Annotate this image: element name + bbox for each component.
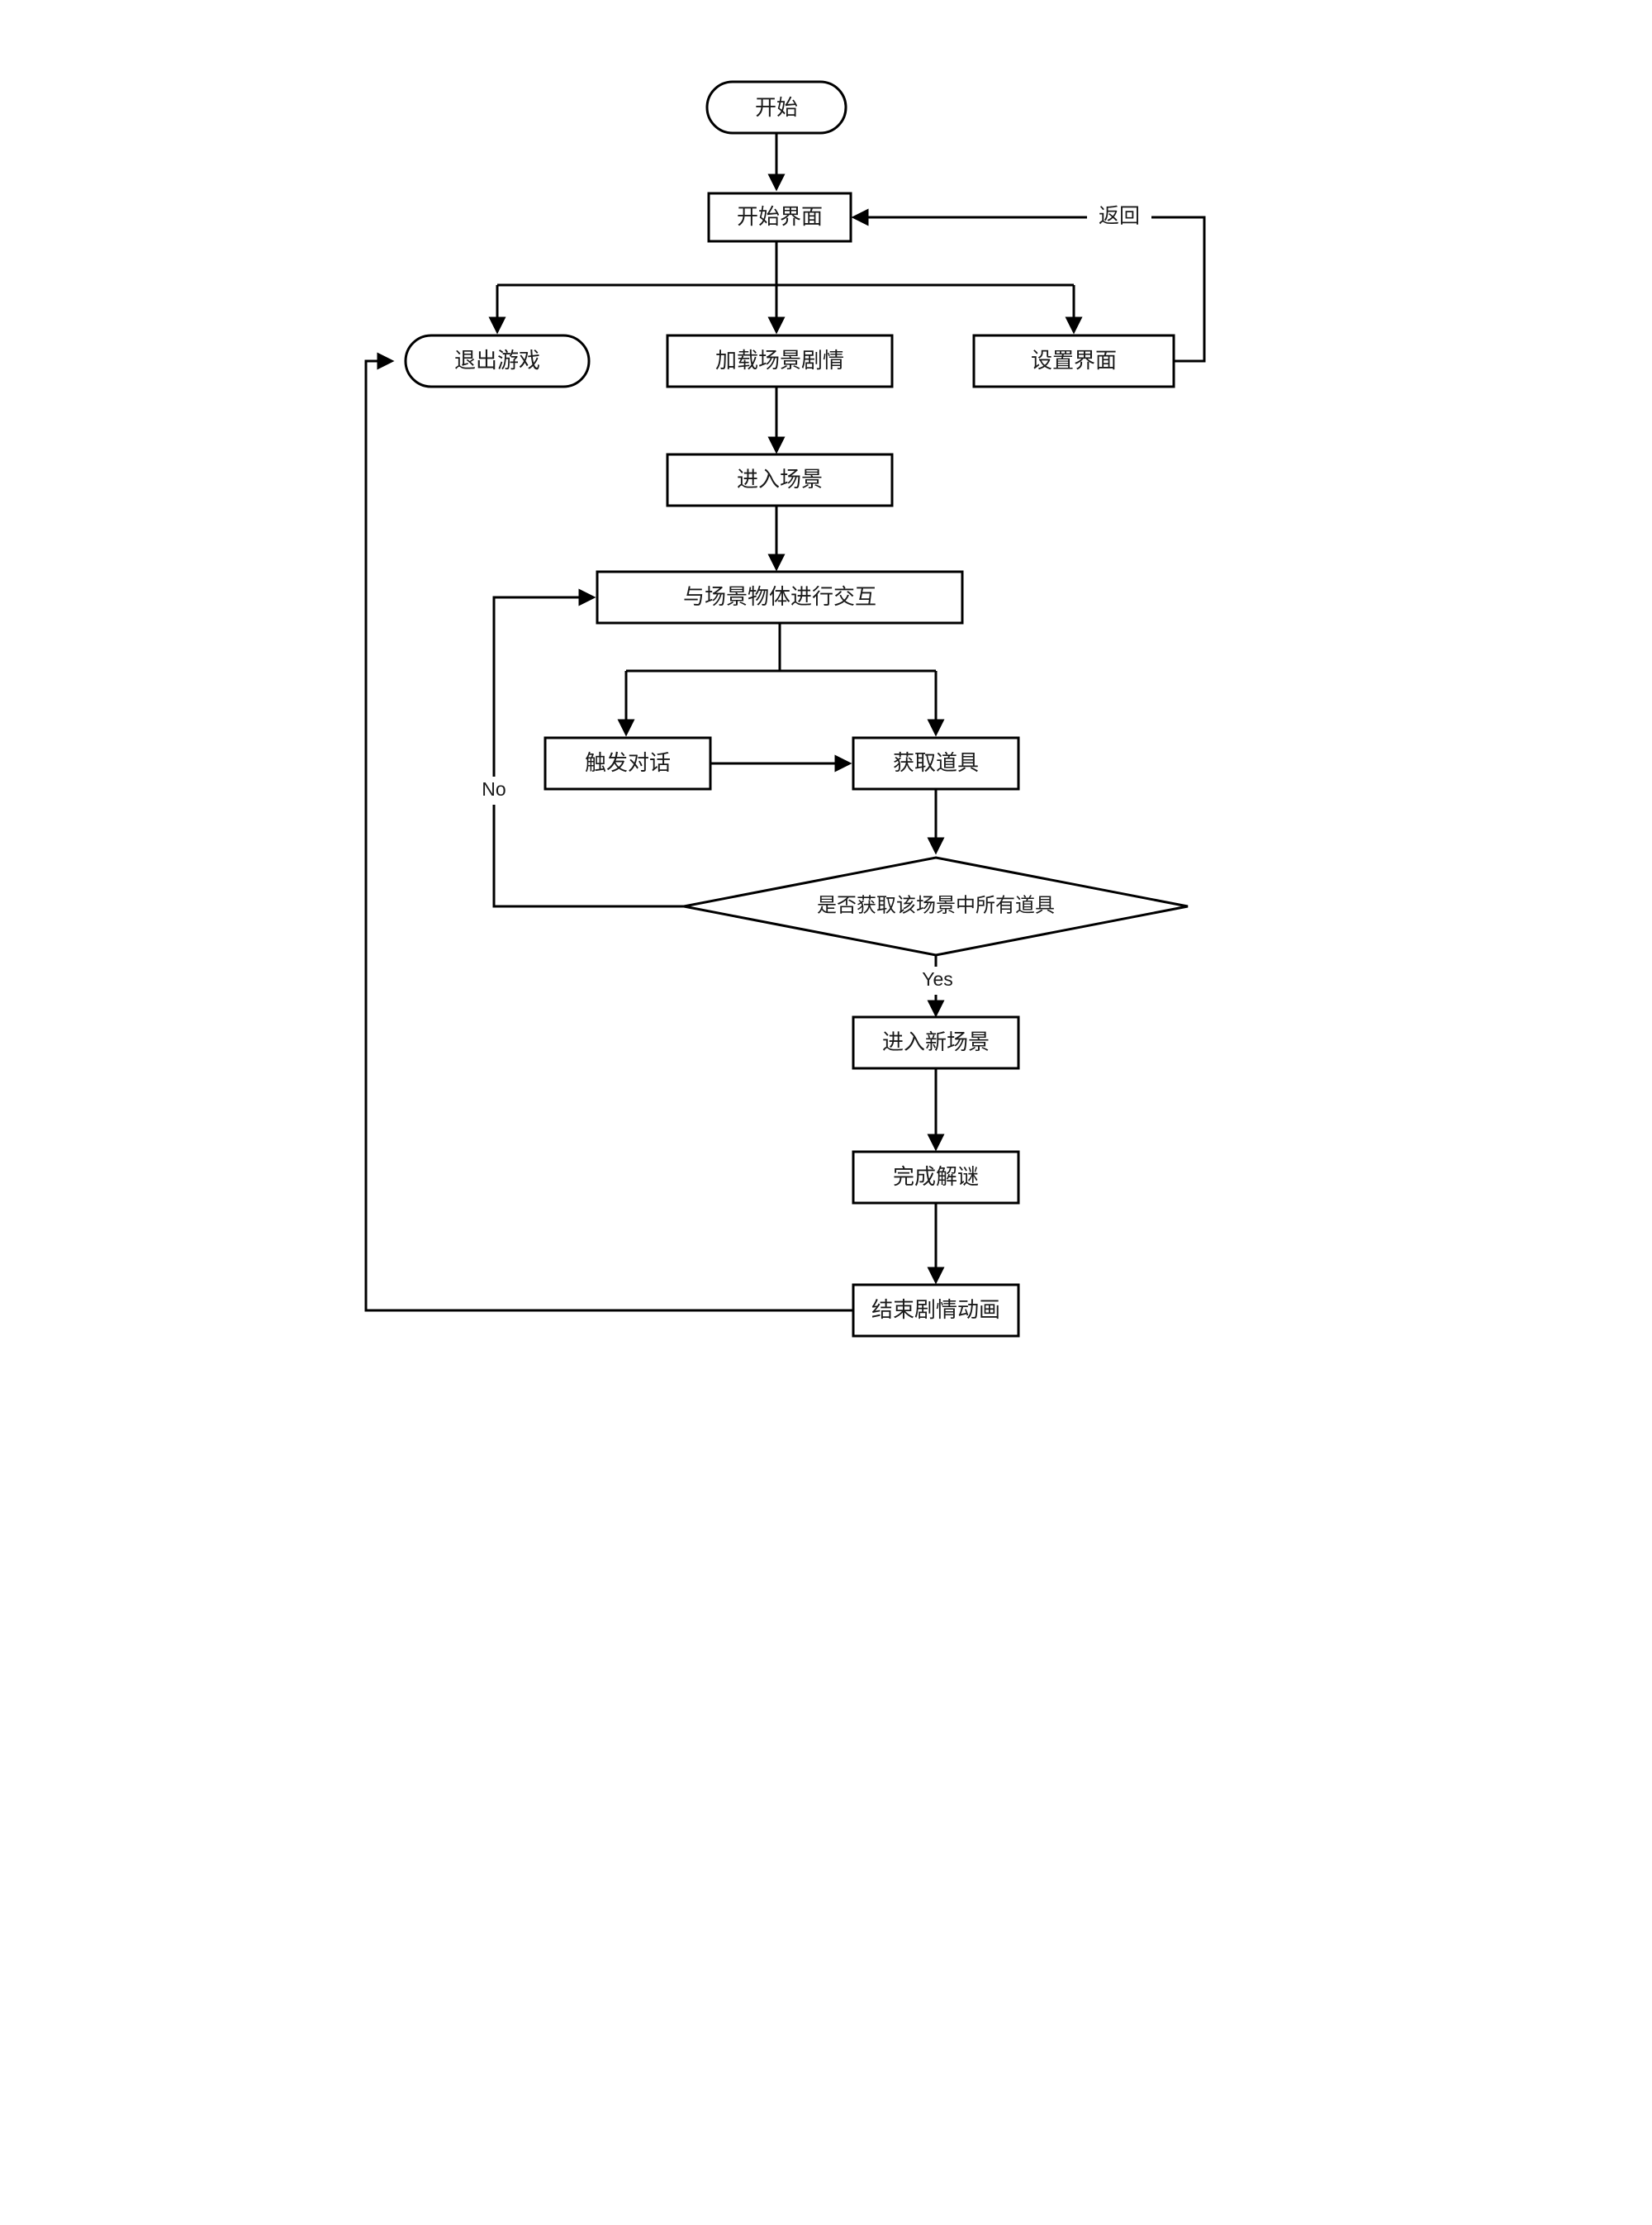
edges-layer: [364, 133, 1206, 1312]
nodes-layer: 开始 开始界面 退出游戏 加载场景剧情 设置界面: [404, 80, 1189, 1338]
node-interact-label: 与场景物体进行交互: [683, 584, 876, 609]
node-enter-scene[interactable]: 进入场景: [666, 453, 894, 507]
node-interact[interactable]: 与场景物体进行交互: [596, 570, 964, 625]
node-dialog[interactable]: 触发对话: [544, 736, 712, 791]
node-puzzle[interactable]: 完成解谜: [852, 1150, 1020, 1205]
node-start-ui[interactable]: 开始界面: [707, 192, 852, 243]
edge-labels-layer: 返回 No Yes: [474, 202, 1151, 995]
node-puzzle-label: 完成解谜: [893, 1164, 979, 1189]
node-end-cutscene-label: 结束剧情动画: [871, 1297, 1000, 1322]
node-decision[interactable]: 是否获取该场景中所有道具: [683, 856, 1189, 957]
node-start-label: 开始: [755, 95, 798, 120]
node-get-item-label: 获取道具: [893, 750, 979, 775]
node-settings-ui-label: 设置界面: [1031, 348, 1117, 373]
edge-label-no: No: [482, 778, 506, 800]
node-end-cutscene[interactable]: 结束剧情动画: [852, 1283, 1020, 1338]
edge-decision-no-to-interact: [492, 588, 684, 908]
node-get-item[interactable]: 获取道具: [852, 736, 1020, 791]
node-dialog-label: 触发对话: [585, 750, 671, 775]
edge-label-yes: Yes: [922, 968, 953, 990]
node-load-story[interactable]: 加载场景剧情: [666, 334, 894, 388]
node-quit-game[interactable]: 退出游戏: [404, 334, 591, 388]
node-start[interactable]: 开始: [705, 80, 847, 135]
node-new-scene[interactable]: 进入新场景: [852, 1015, 1020, 1070]
node-new-scene-label: 进入新场景: [882, 1029, 990, 1054]
node-enter-scene-label: 进入场景: [737, 467, 823, 492]
node-load-story-label: 加载场景剧情: [715, 348, 844, 373]
edge-label-yes-bg: [915, 967, 960, 995]
edge-label-back: 返回: [1099, 205, 1140, 228]
node-quit-game-label: 退出游戏: [454, 348, 540, 373]
edge-end-cutscene-to-quit-game: [364, 352, 853, 1312]
node-decision-label: 是否获取该场景中所有道具: [817, 894, 1055, 916]
node-start-ui-label: 开始界面: [737, 204, 823, 229]
edge-label-no-bg: [474, 777, 514, 805]
node-settings-ui[interactable]: 设置界面: [972, 334, 1175, 388]
edge-settings-return-to-start-ui: [851, 208, 1206, 363]
edge-label-back-bg: [1087, 202, 1151, 233]
